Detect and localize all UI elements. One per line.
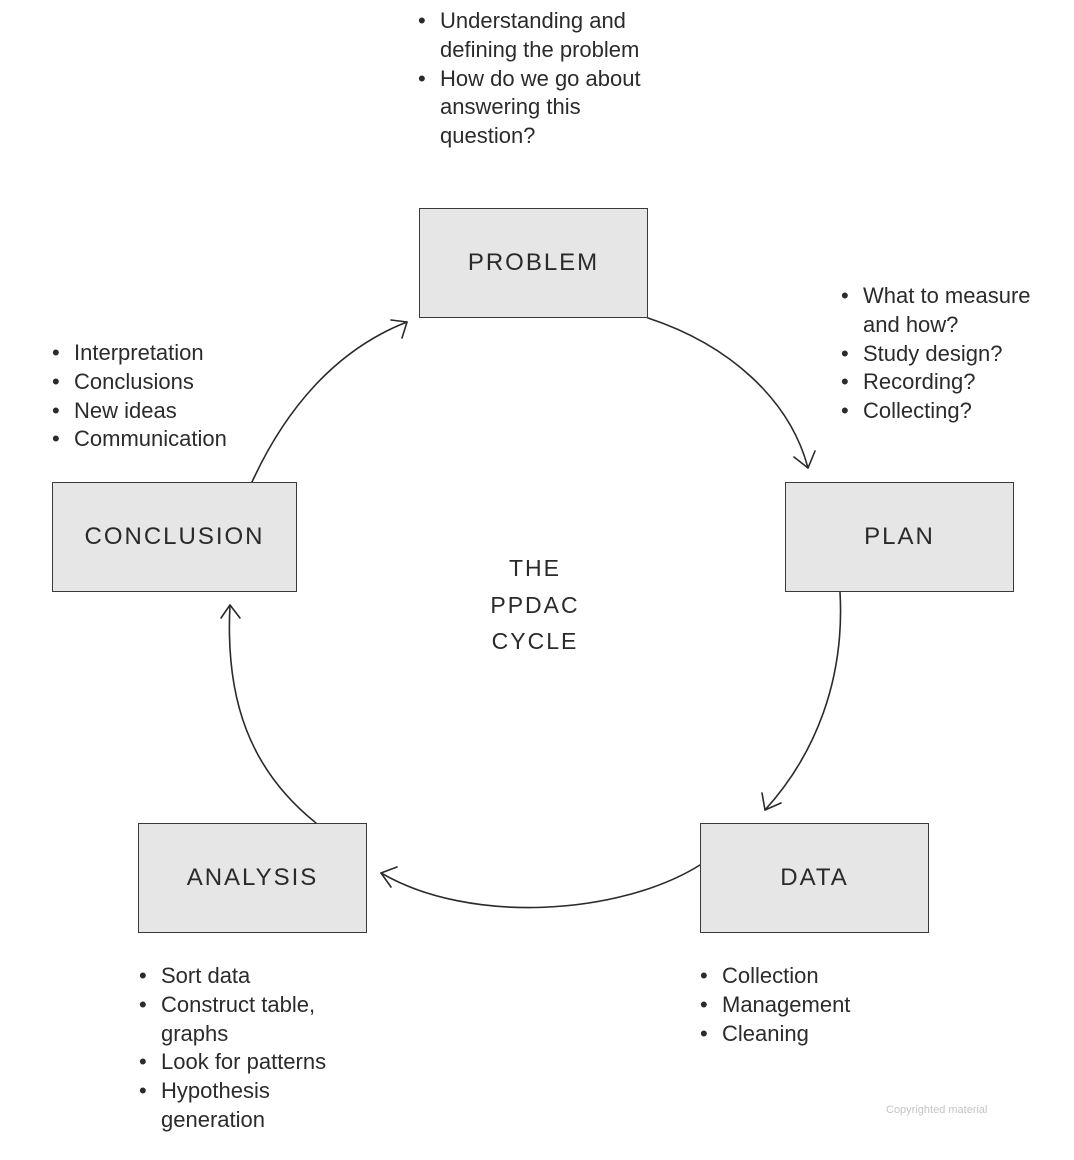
cycle-title-line-1: THE [509,555,561,581]
cycle-title-line-3: CYCLE [491,628,579,654]
cycle-title-line-2: PPDAC [490,591,580,618]
stage-box-conclusion: CONCLUSION [52,482,297,592]
data-note-2: Management [700,991,920,1020]
arrowhead-analysis-to-conclusion [220,604,241,619]
problem-note-2: How do we go about answering this questi… [418,65,648,151]
analysis-notes: Sort data Construct table, graphs Look f… [139,962,379,1135]
data-notes: Collection Management Cleaning [700,962,920,1048]
arrowhead-data-to-analysis [380,866,398,888]
stage-label-conclusion: CONCLUSION [84,523,265,550]
conclusion-note-2: Conclusions [52,368,282,397]
conclusion-note-3: New ideas [52,397,282,426]
stage-box-analysis: ANALYSIS [138,823,367,933]
copyright-notice: Copyrighted material [886,1104,988,1116]
arrow-plan-to-data [764,591,842,811]
analysis-note-4: Hypothesis generation [139,1077,379,1135]
arrow-problem-to-plan [647,317,809,469]
analysis-note-1: Sort data [139,962,379,991]
plan-note-2: Study design? [841,340,1041,369]
plan-note-3: Recording? [841,368,1041,397]
analysis-note-3: Look for patterns [139,1048,379,1077]
arrowhead-plan-to-data [761,792,782,811]
data-note-1: Collection [700,962,920,991]
conclusion-note-1: Interpretation [52,339,282,368]
plan-note-4: Collecting? [841,397,1041,426]
plan-note-1: What to measure and how? [841,282,1041,340]
arrow-analysis-to-conclusion [228,604,317,824]
analysis-note-2: Construct table, graphs [139,991,379,1049]
stage-label-analysis: ANALYSIS [186,864,319,891]
stage-label-plan: PLAN [864,523,935,550]
arrow-data-to-analysis [380,864,701,909]
stage-label-problem: PROBLEM [467,249,600,276]
stage-box-data: DATA [700,823,929,933]
stage-label-data: DATA [780,864,849,891]
arrow-conclusion-to-problem [251,321,408,483]
conclusion-note-4: Communication [52,425,282,454]
data-note-3: Cleaning [700,1020,920,1049]
conclusion-notes: Interpretation Conclusions New ideas Com… [52,339,282,454]
stage-box-problem: PROBLEM [419,208,648,318]
arrowhead-problem-to-plan [793,450,816,469]
arrowhead-conclusion-to-problem [390,319,408,339]
plan-notes: What to measure and how? Study design? R… [841,282,1041,426]
problem-notes: Understanding and defining the problem H… [418,7,648,151]
stage-box-plan: PLAN [785,482,1014,592]
problem-note-1: Understanding and defining the problem [418,7,648,65]
cycle-title: THE PPDAC CYCLE [435,550,635,660]
